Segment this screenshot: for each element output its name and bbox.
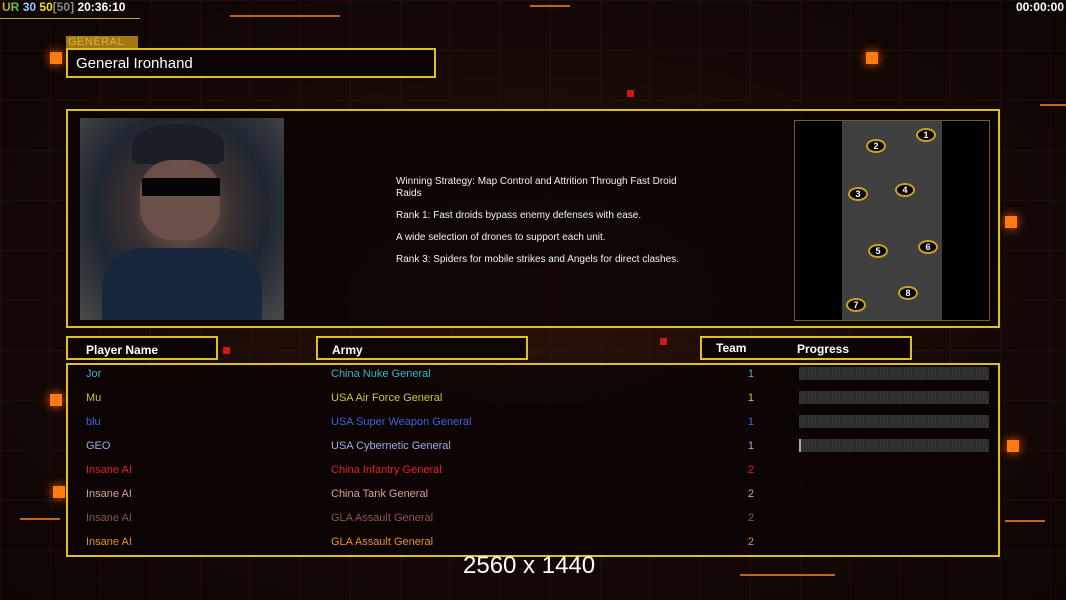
general-name: General Ironhand — [66, 48, 436, 78]
description-line: Rank 1: Fast droids bypass enemy defense… — [396, 210, 642, 221]
decor-square — [50, 52, 62, 64]
decor-line — [20, 518, 60, 520]
start-marker[interactable]: 1 — [916, 128, 936, 142]
player-name: Jor — [86, 368, 102, 380]
decor-line — [230, 15, 340, 17]
clock: 20:36:10 — [77, 0, 126, 14]
general-description: Winning Strategy: Map Control and Attrit… — [396, 176, 696, 266]
player-army: GLA Assault General — [331, 512, 434, 524]
header-team-progress: Team Progress — [700, 336, 912, 360]
decor-square — [866, 52, 878, 64]
player-row[interactable]: Insane AI China Infantry General 2 — [68, 464, 998, 484]
header-team: Team — [716, 341, 747, 355]
decor-square — [1005, 216, 1017, 228]
stat-c: [50] — [52, 0, 75, 14]
player-name: blu — [86, 416, 101, 428]
player-name: GEO — [86, 440, 111, 452]
player-army: GLA Assault General — [331, 536, 434, 548]
player-team: 1 — [747, 416, 754, 428]
start-marker[interactable]: 8 — [898, 286, 918, 300]
decor-square — [223, 347, 230, 354]
player-row[interactable]: GEO USA Cybernetic General 1 — [68, 439, 998, 460]
progress-bar — [799, 415, 989, 428]
player-army: China Infantry General — [331, 464, 442, 476]
description-line: A wide selection of drones to support ea… — [396, 232, 606, 243]
player-army: China Tank General — [331, 488, 429, 500]
player-team: 1 — [747, 392, 754, 404]
decor-line — [0, 18, 140, 19]
minimap[interactable]: 1 2 3 4 5 6 7 8 — [794, 120, 990, 321]
minimap-terrain: 1 2 3 4 5 6 7 8 — [842, 121, 942, 320]
player-name: Insane AI — [86, 488, 132, 500]
decor-square — [627, 90, 634, 97]
progress-bar — [799, 439, 989, 452]
player-name: Insane AI — [86, 536, 132, 548]
general-label: GENERAL — [66, 36, 138, 48]
resolution-label: 2560 x 1440 — [463, 552, 596, 579]
portrait-visor — [142, 178, 220, 196]
header-army: Army — [316, 336, 528, 360]
player-army: China Nuke General — [331, 368, 431, 380]
player-army: USA Super Weapon General — [331, 416, 472, 428]
portrait-uniform — [102, 248, 262, 320]
player-name: Insane AI — [86, 464, 132, 476]
portrait-face — [140, 160, 220, 240]
player-name: Mu — [86, 392, 102, 404]
description-line: Winning Strategy: Map Control and Attrit… — [396, 176, 677, 199]
decor-square — [50, 394, 62, 406]
progress-bar — [799, 367, 989, 380]
decor-line — [740, 574, 835, 576]
player-army: USA Cybernetic General — [331, 440, 451, 452]
decor-line — [1040, 104, 1066, 106]
game-timer: 00:00:00 — [1015, 0, 1064, 14]
player-row[interactable]: blu USA Super Weapon General 1 — [68, 415, 998, 436]
decor-square — [53, 486, 65, 498]
start-marker[interactable]: 4 — [895, 183, 915, 197]
player-team: 2 — [747, 464, 754, 476]
start-marker[interactable]: 6 — [918, 240, 938, 254]
description-line: Rank 3: Spiders for mobile strikes and A… — [396, 254, 679, 265]
stat-b: 50 — [39, 0, 53, 14]
player-team: 1 — [747, 368, 754, 380]
player-army: USA Air Force General — [331, 392, 443, 404]
player-row[interactable]: Insane AI China Tank General 2 — [68, 488, 998, 508]
start-marker[interactable]: 5 — [868, 244, 888, 258]
progress-fill — [799, 439, 801, 452]
decor-line — [530, 5, 570, 7]
header-player-name: Player Name — [66, 336, 218, 360]
player-row[interactable]: Insane AI GLA Assault General 2 — [68, 536, 998, 556]
player-team: 2 — [747, 536, 754, 548]
player-team: 2 — [747, 488, 754, 500]
progress-bar — [799, 391, 989, 404]
player-row[interactable]: Insane AI GLA Assault General 2 — [68, 512, 998, 532]
status-bar: UR 30 50[50] 20:36:10 — [2, 0, 125, 14]
player-name: Insane AI — [86, 512, 132, 524]
ur-label: UR — [2, 0, 20, 14]
start-marker[interactable]: 7 — [846, 298, 866, 312]
start-marker[interactable]: 3 — [848, 187, 868, 201]
decor-square — [660, 338, 667, 345]
player-team: 2 — [747, 512, 754, 524]
decor-square — [1007, 440, 1019, 452]
stat-a: 30 — [22, 0, 37, 14]
header-progress: Progress — [797, 342, 850, 356]
portrait-cap — [132, 124, 224, 164]
player-row[interactable]: Mu USA Air Force General 1 — [68, 391, 998, 412]
player-row[interactable]: Jor China Nuke General 1 — [68, 367, 998, 388]
general-panel: Winning Strategy: Map Control and Attrit… — [66, 109, 1000, 328]
general-portrait — [80, 118, 284, 320]
decor-line — [1005, 520, 1045, 522]
start-marker[interactable]: 2 — [866, 139, 886, 153]
player-team: 1 — [747, 440, 754, 452]
